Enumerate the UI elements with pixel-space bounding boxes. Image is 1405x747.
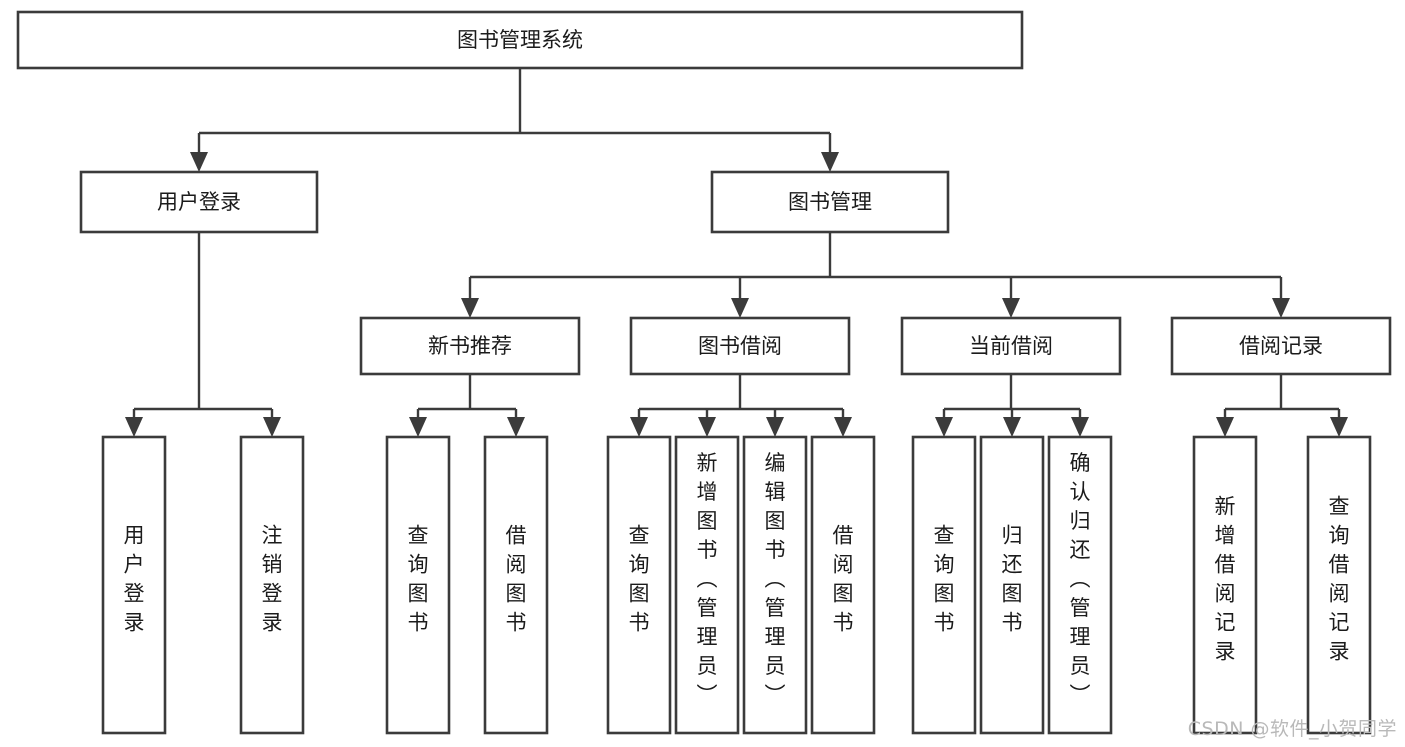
node-leaf-add-record-label: 新增借阅记录 bbox=[1215, 495, 1236, 664]
node-leaf-query-record-label: 查询借阅记录 bbox=[1329, 495, 1350, 664]
node-leaf-borrow-book-rec-label: 借阅图书 bbox=[506, 524, 527, 635]
arrow-head-icon bbox=[1002, 298, 1020, 318]
node-leaf-add-book-rect[interactable] bbox=[674, 435, 740, 735]
node-leaf-return-book-rect[interactable] bbox=[979, 435, 1045, 735]
arrow-head-icon bbox=[1216, 417, 1234, 437]
arrow-head-icon bbox=[1071, 417, 1089, 437]
arrow-head-icon bbox=[821, 152, 839, 172]
arrow-head-icon bbox=[125, 417, 143, 437]
node-leaf-confirm-return[interactable]: 确认归还︵管理员︶ bbox=[1047, 435, 1113, 735]
arrow-head-icon bbox=[507, 417, 525, 437]
node-leaf-edit-book-rect[interactable] bbox=[742, 435, 808, 735]
node-leaf-add-record-rect[interactable] bbox=[1192, 435, 1258, 735]
node-book-borrow[interactable]: 图书借阅 bbox=[629, 316, 851, 376]
node-leaf-borrow-book-rec-rect[interactable] bbox=[483, 435, 549, 735]
node-leaf-query-book-rec-rect[interactable] bbox=[385, 435, 451, 735]
node-current-borrow-label: 当前借阅 bbox=[969, 334, 1053, 358]
arrow-head-icon bbox=[935, 417, 953, 437]
arrow-head-icon bbox=[1272, 298, 1290, 318]
node-new-book-recommend-label: 新书推荐 bbox=[428, 334, 512, 358]
arrow-head-icon bbox=[409, 417, 427, 437]
node-user-login-label: 用户登录 bbox=[157, 190, 241, 214]
node-leaf-logout[interactable]: 注销登录 bbox=[239, 435, 305, 735]
watermark-text: CSDN @软件_小贺同学 bbox=[1187, 718, 1397, 740]
node-borrow-record[interactable]: 借阅记录 bbox=[1170, 316, 1392, 376]
arrow-head-icon bbox=[190, 152, 208, 172]
node-leaf-borrow-book[interactable]: 借阅图书 bbox=[810, 435, 876, 735]
node-leaf-add-book-label: 新增图书︵管理员︶ bbox=[697, 451, 718, 707]
node-book-manage[interactable]: 图书管理 bbox=[710, 170, 950, 234]
node-book-manage-label: 图书管理 bbox=[788, 190, 872, 214]
node-leaf-borrow-book-label: 借阅图书 bbox=[833, 524, 854, 635]
node-borrow-record-rect[interactable] bbox=[1170, 316, 1392, 376]
node-leaf-query-book-borrow-rect[interactable] bbox=[606, 435, 672, 735]
node-leaf-query-book-rec-label: 查询图书 bbox=[408, 524, 429, 635]
node-book-borrow-rect[interactable] bbox=[629, 316, 851, 376]
node-leaf-query-book-borrow[interactable]: 查询图书 bbox=[606, 435, 672, 735]
node-root-label: 图书管理系统 bbox=[457, 28, 583, 52]
node-leaf-query-book-current[interactable]: 查询图书 bbox=[911, 435, 977, 735]
node-leaf-user-login-rect[interactable] bbox=[101, 435, 167, 735]
node-leaf-borrow-book-rect[interactable] bbox=[810, 435, 876, 735]
arrow-head-icon bbox=[766, 417, 784, 437]
node-borrow-record-label: 借阅记录 bbox=[1239, 334, 1323, 358]
node-book-manage-rect[interactable] bbox=[710, 170, 950, 234]
node-leaf-add-record[interactable]: 新增借阅记录 bbox=[1192, 435, 1258, 735]
node-current-borrow-rect[interactable] bbox=[900, 316, 1122, 376]
arrow-head-icon bbox=[834, 417, 852, 437]
node-leaf-query-book-borrow-label: 查询图书 bbox=[629, 524, 650, 635]
node-leaf-confirm-return-rect[interactable] bbox=[1047, 435, 1113, 735]
node-user-login-rect[interactable] bbox=[79, 170, 319, 234]
arrow-head-icon bbox=[731, 298, 749, 318]
arrow-head-icon bbox=[1330, 417, 1348, 437]
arrow-head-icon bbox=[698, 417, 716, 437]
node-leaf-edit-book[interactable]: 编辑图书︵管理员︶ bbox=[742, 435, 808, 735]
arrow-head-icon bbox=[1003, 417, 1021, 437]
connector-lines-group bbox=[125, 68, 1348, 437]
node-current-borrow[interactable]: 当前借阅 bbox=[900, 316, 1122, 376]
node-root[interactable]: 图书管理系统 bbox=[16, 10, 1024, 70]
node-leaf-logout-rect[interactable] bbox=[239, 435, 305, 735]
node-user-login[interactable]: 用户登录 bbox=[79, 170, 319, 234]
node-leaf-query-book-current-rect[interactable] bbox=[911, 435, 977, 735]
node-new-book-recommend-rect[interactable] bbox=[359, 316, 581, 376]
node-leaf-return-book[interactable]: 归还图书 bbox=[979, 435, 1045, 735]
arrow-head-icon bbox=[263, 417, 281, 437]
node-leaf-user-login-label: 用户登录 bbox=[124, 524, 145, 635]
node-leaf-query-book-current-label: 查询图书 bbox=[934, 524, 955, 635]
node-root-rect[interactable] bbox=[16, 10, 1024, 70]
node-boxes-group: 图书管理系统用户登录图书管理新书推荐图书借阅当前借阅借阅记录用户登录注销登录查询… bbox=[16, 10, 1392, 735]
arrow-head-icon bbox=[630, 417, 648, 437]
node-leaf-query-record-rect[interactable] bbox=[1306, 435, 1372, 735]
node-leaf-borrow-book-rec[interactable]: 借阅图书 bbox=[483, 435, 549, 735]
node-leaf-logout-label: 注销登录 bbox=[262, 524, 283, 635]
node-leaf-user-login[interactable]: 用户登录 bbox=[101, 435, 167, 735]
node-leaf-query-record[interactable]: 查询借阅记录 bbox=[1306, 435, 1372, 735]
node-new-book-recommend[interactable]: 新书推荐 bbox=[359, 316, 581, 376]
arrow-head-icon bbox=[461, 298, 479, 318]
node-book-borrow-label: 图书借阅 bbox=[698, 334, 782, 358]
node-leaf-return-book-label: 归还图书 bbox=[1002, 524, 1023, 635]
node-leaf-add-book[interactable]: 新增图书︵管理员︶ bbox=[674, 435, 740, 735]
node-leaf-query-book-rec[interactable]: 查询图书 bbox=[385, 435, 451, 735]
node-leaf-confirm-return-label: 确认归还︵管理员︶ bbox=[1070, 451, 1091, 707]
node-leaf-edit-book-label: 编辑图书︵管理员︶ bbox=[765, 451, 786, 707]
